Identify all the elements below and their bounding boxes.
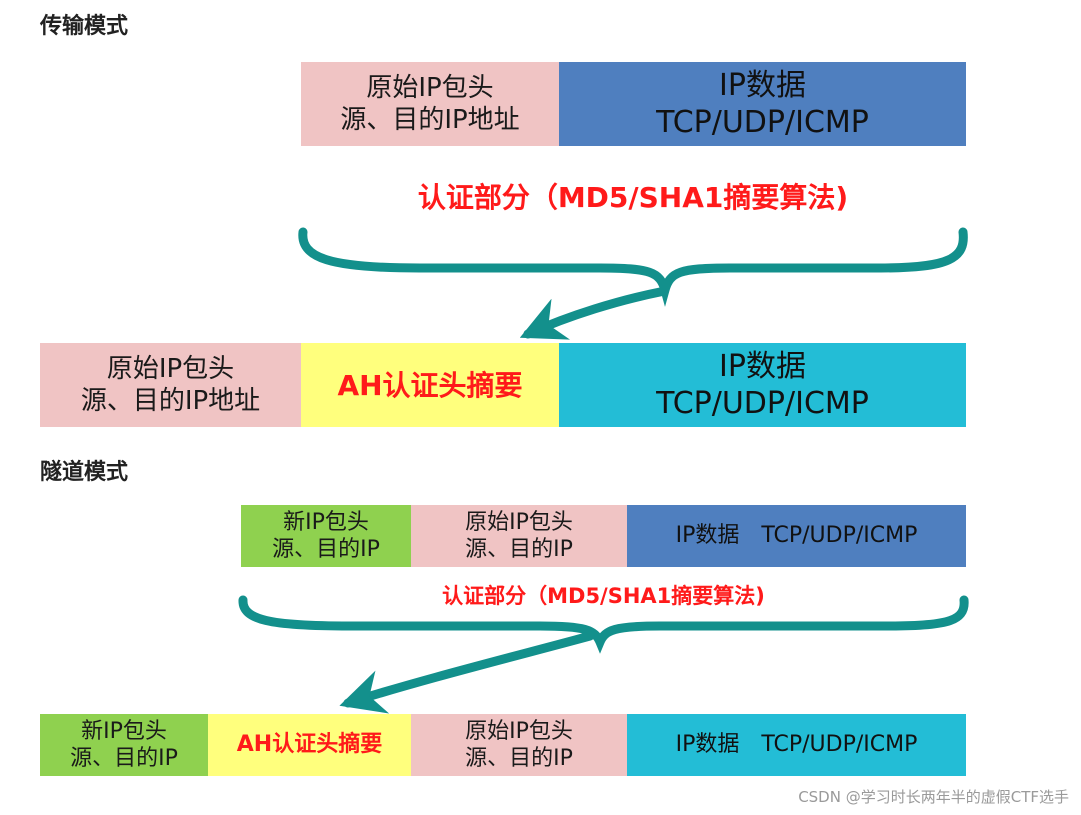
tunnel-curly-brace-icon xyxy=(238,595,969,654)
transport-arrow-icon xyxy=(519,287,665,340)
transport-ah-original-ip-header: 原始IP包头 源、目的IP地址 xyxy=(40,343,301,427)
transport-original-ip-header-line2: 源、目的IP地址 xyxy=(340,105,520,135)
tunnel-arrow-icon xyxy=(339,631,595,714)
tunnel-ah-header: AH认证头摘要 xyxy=(208,714,411,776)
tunnel-new-ip-header: 新IP包头 源、目的IP xyxy=(241,505,411,567)
transport-ip-data-line2: TCP/UDP/ICMP xyxy=(656,105,869,140)
transport-ah-header: AH认证头摘要 xyxy=(301,343,559,427)
transport-original-ip-header-line1: 原始IP包头 xyxy=(366,72,494,103)
transport-ah-original-ip-header-line2: 源、目的IP地址 xyxy=(80,386,261,416)
tunnel-original-ip-header: 原始IP包头 源、目的IP xyxy=(411,505,627,567)
tunnel-ip-data-label: IP数据 TCP/UDP/ICMP xyxy=(675,523,918,549)
tunnel-auth-label: 认证部分（MD5/SHA1摘要算法) xyxy=(442,584,765,608)
transport-auth-label: 认证部分（MD5/SHA1摘要算法) xyxy=(417,181,849,214)
transport-curly-brace-icon xyxy=(298,227,968,307)
transport-ah-original-ip-header-line1: 原始IP包头 xyxy=(106,353,235,384)
transport-ip-data-line1: IP数据 xyxy=(719,67,806,103)
tunnel-ah-ip-data: IP数据 TCP/UDP/ICMP xyxy=(627,714,966,776)
tunnel-ah-new-ip-header-line1: 新IP包头 xyxy=(81,718,167,744)
tunnel-new-ip-header-line2: 源、目的IP xyxy=(272,537,380,562)
transport-ah-ip-data: IP数据 TCP/UDP/ICMP xyxy=(559,343,966,427)
transport-ah-ip-data-line1: IP数据 xyxy=(719,348,806,384)
tunnel-ip-data: IP数据 TCP/UDP/ICMP xyxy=(627,505,966,567)
tunnel-ah-original-ip-header-line1: 原始IP包头 xyxy=(465,718,573,744)
tunnel-mode-title: 隧道模式 xyxy=(40,460,129,485)
tunnel-ah-ip-data-label: IP数据 TCP/UDP/ICMP xyxy=(675,732,918,758)
tunnel-original-ip-header-line2: 源、目的IP xyxy=(465,537,573,562)
transport-ah-header-label: AH认证头摘要 xyxy=(337,368,523,402)
tunnel-ah-new-ip-header: 新IP包头 源、目的IP xyxy=(40,714,208,776)
tunnel-ah-original-ip-header: 原始IP包头 源、目的IP xyxy=(411,714,627,776)
transport-original-ip-header: 原始IP包头 源、目的IP地址 xyxy=(301,62,559,146)
watermark: CSDN @学习时长两年半的虚假CTF选手 xyxy=(798,788,1069,806)
tunnel-ah-new-ip-header-line2: 源、目的IP xyxy=(70,746,178,771)
tunnel-ah-original-ip-header-line2: 源、目的IP xyxy=(465,746,573,771)
tunnel-original-ip-header-line1: 原始IP包头 xyxy=(465,509,573,535)
transport-ah-ip-data-line2: TCP/UDP/ICMP xyxy=(656,386,869,421)
transport-mode-title: 传输模式 xyxy=(40,14,129,39)
transport-ip-data: IP数据 TCP/UDP/ICMP xyxy=(559,62,966,146)
tunnel-new-ip-header-line1: 新IP包头 xyxy=(283,509,369,535)
tunnel-ah-header-label: AH认证头摘要 xyxy=(236,732,383,758)
